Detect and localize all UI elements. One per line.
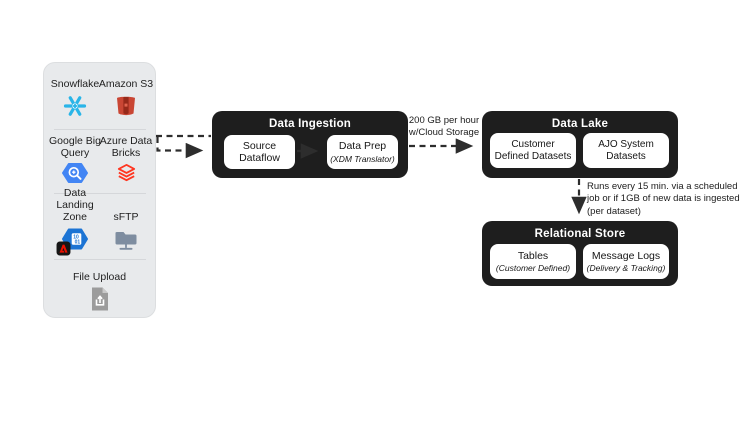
node-tables: Tables (Customer Defined) — [490, 244, 576, 279]
sources-panel: Snowflake Amazon S3 — [43, 62, 156, 318]
azure-databricks-icon — [115, 162, 138, 185]
group-title: Data Lake — [551, 118, 609, 130]
group-title: Relational Store — [534, 228, 626, 240]
sftp-icon — [113, 227, 139, 251]
node-customer-defined-datasets: Customer Defined Datasets — [490, 133, 576, 168]
node-sublabel: (Delivery & Tracking) — [586, 263, 666, 274]
node-label: AJO System — [598, 138, 654, 150]
node-label: Datasets — [606, 150, 646, 162]
sidebar-divider — [54, 129, 146, 130]
svg-text:01: 01 — [75, 239, 81, 245]
source-label: Amazon S3 — [98, 77, 154, 90]
snowflake-icon — [62, 93, 88, 119]
node-data-prep: Data Prep (XDM Translator) — [327, 135, 398, 169]
sidebar-divider — [54, 259, 146, 260]
node-label: Message Logs — [591, 249, 661, 262]
amazon-s3-icon — [113, 93, 139, 119]
source-label: File Upload — [72, 270, 127, 283]
node-label: Tables — [517, 249, 549, 262]
google-bigquery-icon — [62, 162, 88, 184]
data-landing-zone-icon: 10 01 — [56, 227, 88, 256]
node-label: Data Prep — [338, 140, 387, 153]
node-label: Defined Datasets — [494, 150, 572, 162]
node-label: Customer — [511, 138, 555, 150]
group-relational-store: Relational Store Tables (Customer Define… — [482, 221, 678, 286]
source-label: sFTP — [113, 210, 139, 223]
source-label: Google Big Query — [49, 134, 101, 159]
source-label: Data Landing Zone — [56, 186, 94, 223]
group-data-ingestion: Data Ingestion Source Dataflow Data Prep… — [212, 111, 408, 178]
annotation-line: 200 GB per hour — [408, 115, 480, 126]
annotation-throughput: 200 GB per hour w/Cloud Storage — [398, 115, 490, 140]
source-item-snowflake: Snowflake — [46, 77, 104, 119]
svg-text:10: 10 — [73, 235, 79, 241]
connector-sources-to-ingestion-arrow — [156, 137, 204, 159]
group-data-lake: Data Lake Customer Defined Datasets AJO … — [482, 111, 678, 178]
node-ajo-system-datasets: AJO System Datasets — [583, 133, 669, 168]
node-label: Source — [242, 139, 277, 152]
source-item-data-landing-zone: Data Landing Zone 10 01 — [46, 186, 104, 257]
node-message-logs: Message Logs (Delivery & Tracking) — [583, 244, 669, 279]
annotation-line: job or if 1GB of new data is ingested — [587, 193, 740, 205]
source-label: Azure Data Bricks — [99, 134, 153, 159]
source-label: Snowflake — [50, 77, 100, 90]
node-sublabel: (Customer Defined) — [495, 263, 571, 274]
annotation-line: (per dataset) — [587, 205, 641, 217]
node-label: Dataflow — [239, 152, 280, 164]
group-title: Data Ingestion — [268, 118, 352, 130]
file-upload-icon — [90, 286, 110, 312]
sidebar-divider — [54, 193, 146, 194]
source-item-google-bigquery: Google Big Query — [46, 134, 104, 184]
source-item-file-upload: File Upload — [44, 270, 155, 312]
source-item-amazon-s3: Amazon S3 — [97, 77, 155, 119]
adobe-badge-icon — [56, 241, 71, 256]
source-item-sftp: sFTP — [97, 198, 155, 251]
node-source-dataflow: Source Dataflow — [224, 135, 295, 169]
annotation-line: w/Cloud Storage — [408, 127, 480, 139]
annotation-line: Runs every 15 min. via a scheduled — [587, 181, 738, 192]
annotation-schedule: Runs every 15 min. via a scheduled job o… — [587, 181, 750, 218]
node-sublabel: (XDM Translator) — [330, 153, 395, 164]
source-item-azure-databricks: Azure Data Bricks — [97, 134, 155, 185]
